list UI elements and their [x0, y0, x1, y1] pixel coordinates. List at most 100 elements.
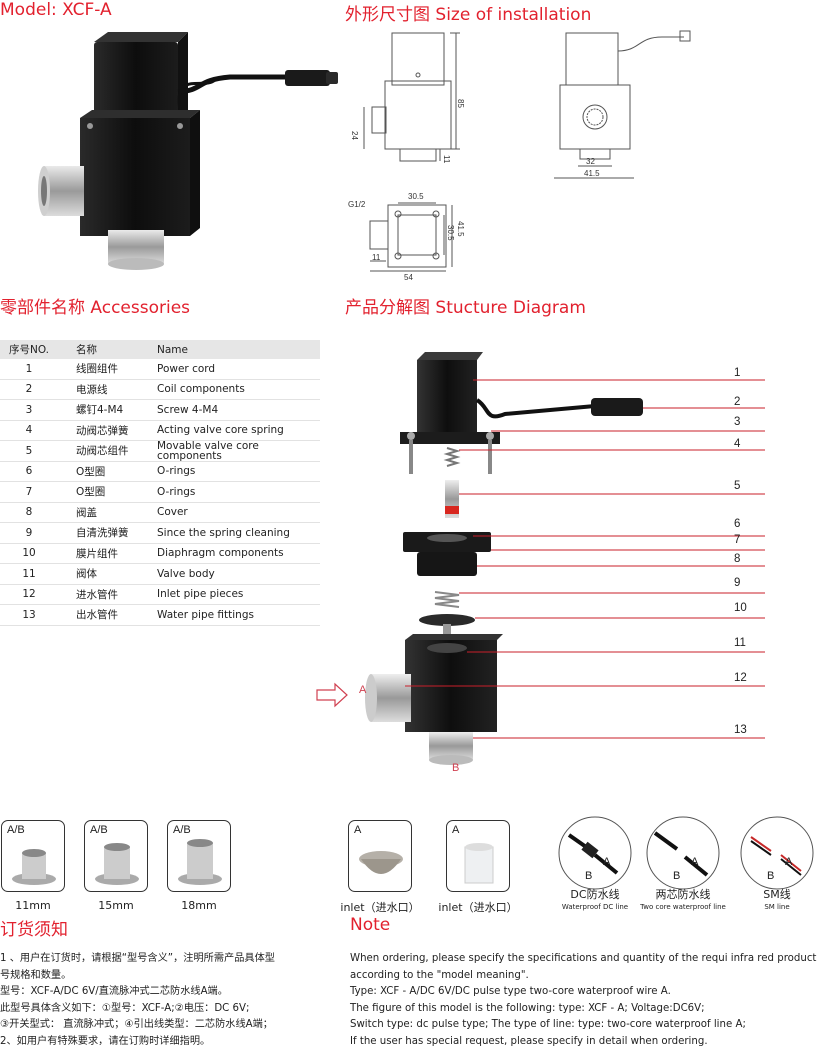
row-cn: O型圈	[58, 484, 153, 499]
row-cn: 动阀芯组件	[58, 443, 153, 458]
note-title: Note	[350, 915, 390, 935]
row-cn: 螺钉4-M4	[58, 402, 153, 417]
inlet-box-label: A	[452, 824, 459, 836]
row-en: Since the spring cleaning	[153, 528, 320, 538]
fitting-11mm-icon	[10, 843, 58, 887]
row-no: 12	[0, 588, 58, 600]
row-en: Acting valve core spring	[153, 425, 320, 435]
row-no: 2	[0, 383, 58, 395]
ordering-line: ③开关型式： 直流脉冲式；④引出线类型：二芯防水线A端；	[0, 1017, 275, 1034]
row-no: 3	[0, 404, 58, 416]
header-cn: 名称	[58, 342, 153, 357]
row-no: 11	[0, 568, 58, 580]
fitting-box-11mm: A/B	[1, 820, 65, 892]
inlet-label: A	[359, 684, 366, 696]
row-cn: 电源线	[58, 382, 153, 397]
wire-label-a: A	[785, 856, 792, 868]
row-en: Cover	[153, 507, 320, 517]
row-en: Power cord	[153, 364, 320, 374]
product-photo	[30, 30, 340, 270]
note-line: If the user has special request, please …	[350, 1034, 816, 1050]
model-title: Model: XCF-A	[0, 0, 112, 20]
row-cn: 膜片组件	[58, 546, 153, 561]
dim-side-outer: 41.5	[584, 169, 600, 178]
row-en: Valve body	[153, 569, 320, 579]
wire-title: DC防水线	[547, 886, 643, 902]
ordering-text: 1 、用户在订货时，请根据“型号含义”，注明所需产品具体型号规格和数量。 型号：…	[0, 951, 275, 1050]
inlet-box-label: A	[354, 824, 361, 836]
fitting-18mm-icon	[176, 839, 224, 887]
header-en: Name	[153, 345, 320, 355]
row-en: Inlet pipe pieces	[153, 589, 320, 599]
row-cn: 阀盖	[58, 505, 153, 520]
structure-title: 产品分解图 Stucture Diagram	[345, 293, 586, 318]
bottom-view-drawing	[370, 203, 452, 271]
dim-thread: G1/2	[348, 200, 366, 209]
note-line: When ordering, please specify the specif…	[350, 951, 816, 968]
row-cn: 自清洗弹簧	[58, 525, 153, 540]
dim-side-inner: 32	[586, 157, 595, 166]
row-no: 1	[0, 363, 58, 375]
wire-label-a: A	[691, 856, 698, 868]
row-en: Screw 4-M4	[153, 405, 320, 415]
row-en: Diaphragm components	[153, 548, 320, 558]
ordering-line: 1 、用户在订货时，请根据“型号含义”，注明所需产品具体型	[0, 951, 275, 968]
installation-drawings: 85 24 11 32 41.5 G1/2 30.5 41.5 30.5 11 …	[340, 25, 800, 280]
header-no: 序号NO.	[0, 342, 58, 357]
fitting-caption-18mm: 18mm	[167, 899, 231, 912]
row-no: 4	[0, 424, 58, 436]
row-cn: 出水管件	[58, 607, 153, 622]
fitting-box-label: A/B	[7, 824, 25, 836]
note-line: Switch type: dc pulse type; The type of …	[350, 1017, 816, 1034]
row-no: 7	[0, 486, 58, 498]
ordering-title: 订货须知	[0, 915, 68, 940]
wire-title: SM线	[729, 886, 825, 902]
dim-bottom: 11	[442, 155, 451, 164]
fitting-15mm-icon	[93, 841, 141, 887]
inlet-filter-box-mesh: A	[348, 820, 412, 892]
fitting-box-15mm: A/B	[84, 820, 148, 892]
row-cn: 阀体	[58, 566, 153, 581]
inlet-caption-1: inlet（进水口）	[338, 899, 422, 915]
ordering-line: 此型号具体含义如下：①型号：XCF-A;②电压：DC 6V;	[0, 1001, 275, 1018]
row-en: O-rings	[153, 487, 320, 497]
fitting-caption-11mm: 11mm	[1, 899, 65, 912]
dim-bottom-width: 54	[404, 273, 413, 282]
row-cn: O型圈	[58, 464, 153, 479]
dim-height: 85	[456, 99, 465, 108]
row-en: Water pipe fittings	[153, 610, 320, 620]
row-cn: 动阀芯弹簧	[58, 423, 153, 438]
row-en: Coil components	[153, 384, 320, 394]
ordering-line: 号规格和数量。	[0, 968, 275, 985]
note-line: The figure of this model is the followin…	[350, 1001, 816, 1018]
wire-subtitle: SM line	[729, 903, 825, 911]
structure-diagram	[305, 340, 800, 780]
row-cn: 线圈组件	[58, 361, 153, 376]
row-en: Movable valve core components	[153, 441, 320, 461]
dim-bottom-left: 11	[372, 253, 381, 262]
dim-left: 24	[350, 131, 359, 140]
wire-subtitle: Two core waterproof line	[635, 903, 731, 911]
dim-bottom-top: 30.5	[408, 192, 424, 201]
fitting-caption-15mm: 15mm	[84, 899, 148, 912]
accessories-title: 零部件名称 Accessories	[0, 293, 190, 318]
note-line: according to the "model meaning".	[350, 968, 816, 985]
wire-label-a: A	[603, 856, 610, 868]
wire-subtitle: Waterproof DC line	[547, 903, 643, 911]
wire-label-b: B	[585, 870, 592, 882]
note-line: Type: XCF - A/DC 6V/DC pulse type two-co…	[350, 984, 816, 1001]
outlet-label: B	[452, 762, 459, 774]
